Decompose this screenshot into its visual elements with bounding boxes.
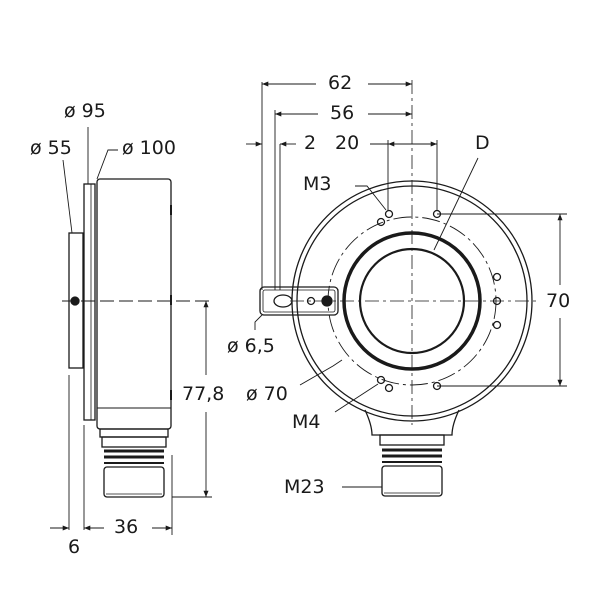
torque-arm-slot [259, 286, 339, 316]
label-dia-95: ø 95 [62, 100, 108, 122]
label-thread-m4: M4 [290, 411, 323, 433]
side-clamp-ring [68, 232, 84, 369]
label-height-77-8: 77,8 [180, 383, 227, 405]
label-shaft-d: D [473, 132, 492, 154]
side-flange [83, 183, 96, 421]
label-dia-55: ø 55 [28, 137, 74, 159]
label-offset-2: 2 [304, 132, 317, 154]
side-view [50, 127, 212, 535]
label-offset-6: 6 [68, 536, 81, 558]
label-thread-m3: M3 [301, 173, 334, 195]
label-width-36: 36 [112, 516, 141, 538]
label-dia-100: ø 100 [120, 137, 178, 159]
front-view [246, 80, 567, 497]
label-slot-dia-6-5: ø 6,5 [225, 335, 277, 357]
label-bolt-circle-70: ø 70 [244, 383, 290, 405]
front-connector [364, 409, 460, 497]
label-width-56: 56 [328, 102, 357, 124]
side-screw-icon [70, 296, 80, 306]
label-hole-spacing-20: 20 [333, 132, 362, 154]
label-connector-m23: M23 [282, 476, 327, 498]
side-body [96, 178, 172, 430]
label-width-62: 62 [326, 72, 355, 94]
side-connector [99, 428, 169, 498]
label-height-70: 70 [544, 290, 573, 312]
